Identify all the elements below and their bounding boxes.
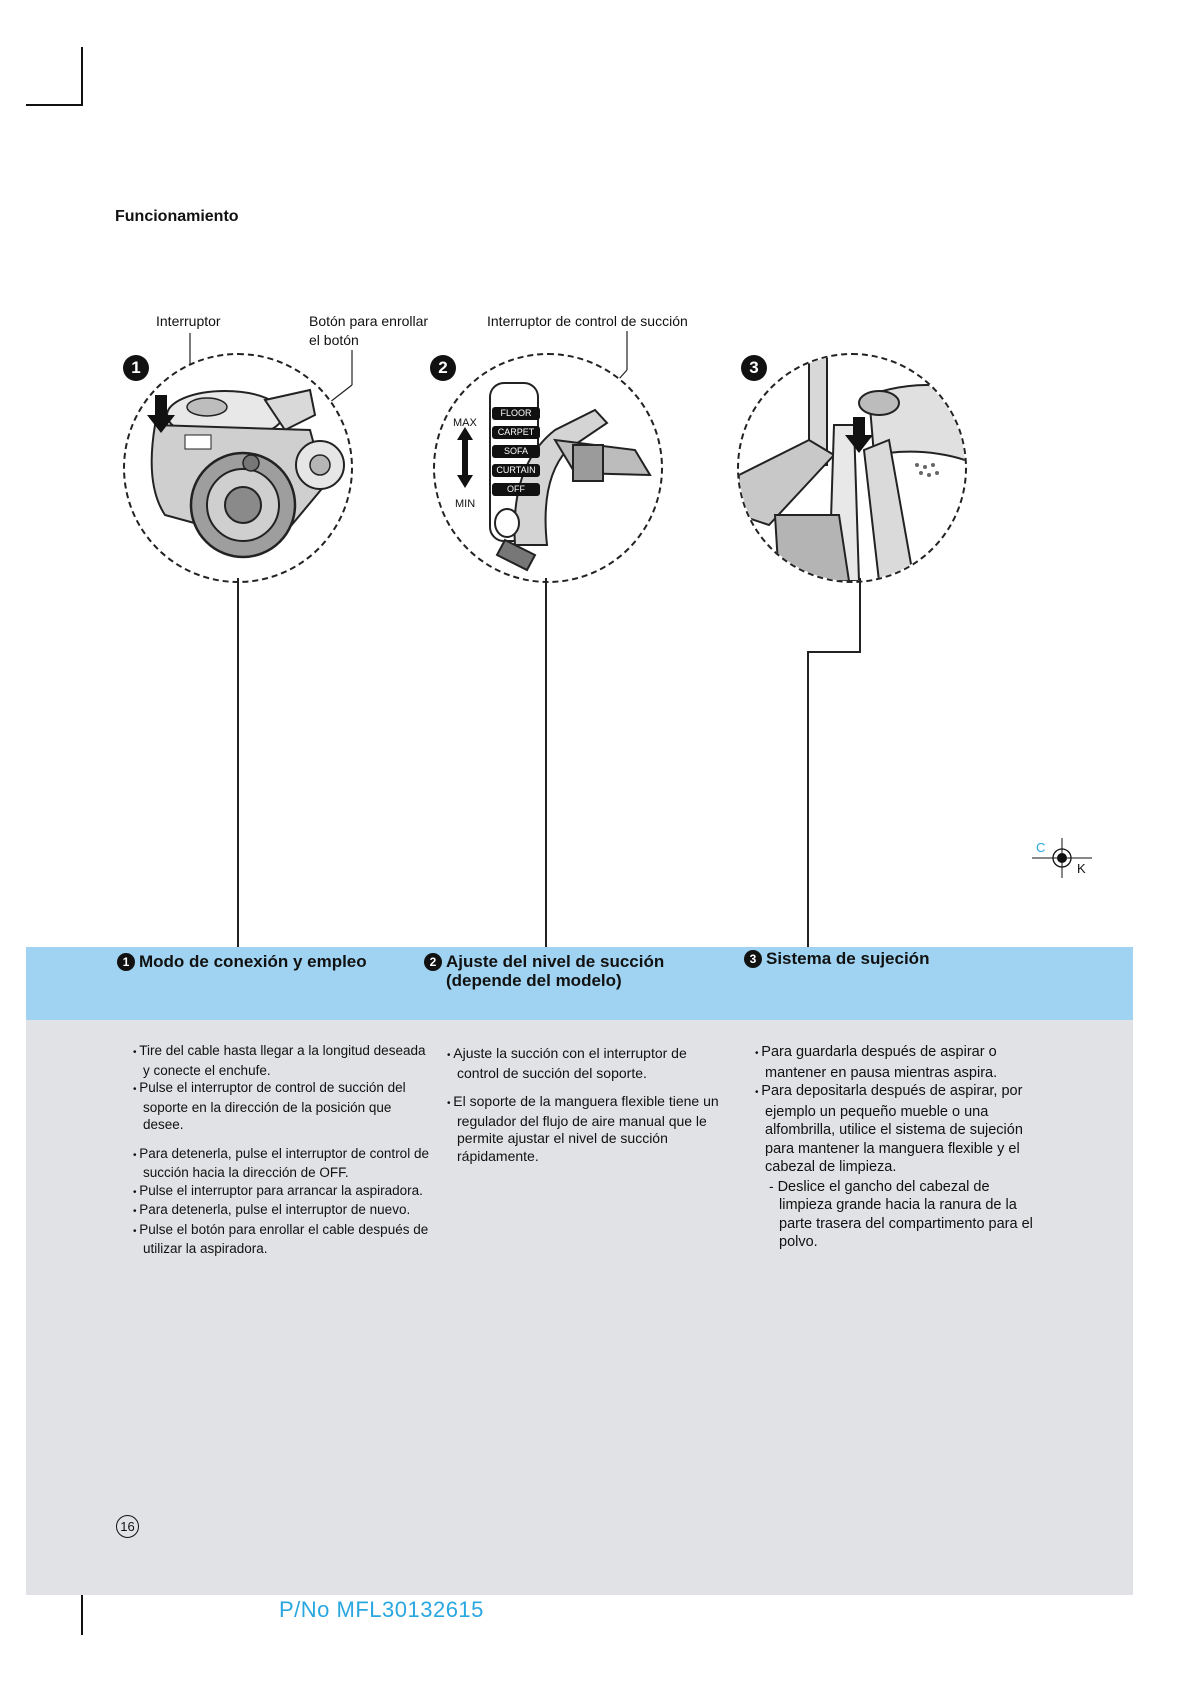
- column-1-number: 1: [117, 953, 135, 971]
- leader-line-3a: [859, 578, 861, 652]
- column-3-number: 3: [744, 950, 762, 968]
- list-item: Para detenerla, pulse el interruptor de …: [133, 1201, 433, 1221]
- column-2-number: 2: [424, 953, 442, 971]
- list-item: Ajuste la succión con el interruptor de …: [447, 1045, 727, 1082]
- column-1-body: Tire del cable hasta llegar a la longitu…: [133, 1042, 433, 1258]
- list-item: Para guardarla después de aspirar o mant…: [755, 1043, 1045, 1082]
- mode-sofa: SOFA: [492, 445, 540, 458]
- hose-handle-illustration: [433, 353, 663, 583]
- column-2-title-line2: (depende del modelo): [446, 971, 664, 990]
- mode-carpet: CARPET: [492, 426, 540, 439]
- suction-max-label: MAX: [453, 417, 477, 429]
- list-item: Tire del cable hasta llegar a la longitu…: [133, 1042, 433, 1079]
- mode-off: OFF: [492, 483, 540, 496]
- mode-curtain: CURTAIN: [492, 464, 540, 477]
- leader-line-3b: [807, 651, 861, 653]
- leader-line-3c: [807, 651, 809, 947]
- list-item: Para depositarla después de aspirar, por…: [755, 1082, 1045, 1177]
- suction-mode-list: FLOOR CARPET SOFA CURTAIN OFF: [492, 407, 540, 496]
- page-number: 16: [116, 1515, 139, 1538]
- list-item: El soporte de la manguera flexible tiene…: [447, 1093, 727, 1165]
- suction-min-label: MIN: [455, 498, 475, 510]
- leader-line-2: [545, 578, 547, 947]
- vacuum-body-illustration: [123, 353, 353, 583]
- column-3-body: Para guardarla después de aspirar o mant…: [755, 1043, 1045, 1252]
- registration-mark-k: K: [1077, 861, 1086, 876]
- list-sub-item: Deslice el gancho del cabezal de limpiez…: [765, 1177, 1045, 1252]
- list-item: Para detenerla, pulse el interruptor de …: [133, 1145, 433, 1182]
- part-number: P/No MFL30132615: [279, 1597, 484, 1623]
- column-2-body: Ajuste la succión con el interruptor de …: [447, 1045, 727, 1165]
- list-item: Pulse el botón para enrollar el cable de…: [133, 1221, 433, 1258]
- mode-floor: FLOOR: [492, 407, 540, 420]
- column-1-title-text: Modo de conexión y empleo: [139, 952, 367, 971]
- leader-line-1: [237, 578, 239, 947]
- list-item: Pulse el interruptor de control de succi…: [133, 1079, 433, 1134]
- parking-system-illustration: [737, 353, 967, 583]
- registration-mark-c: C: [1036, 840, 1045, 855]
- column-2-title-line1: Ajuste del nivel de succión: [446, 952, 664, 971]
- column-3-title-text: Sistema de sujeción: [766, 949, 929, 968]
- list-item: Pulse el interruptor para arrancar la as…: [133, 1182, 433, 1202]
